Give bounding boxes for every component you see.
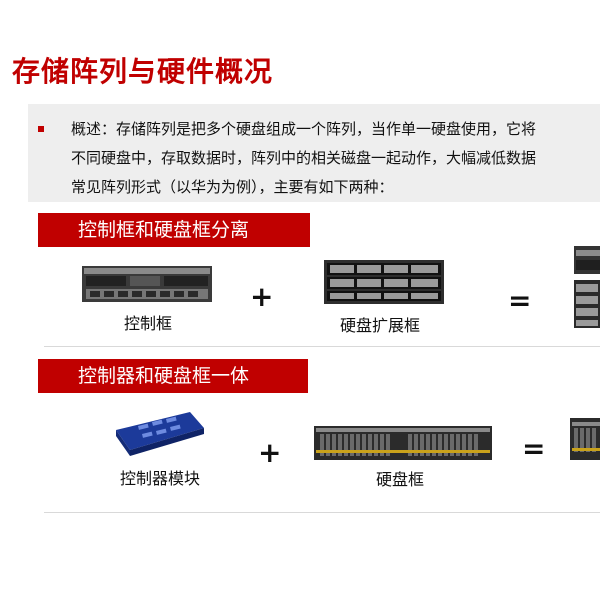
section-divider-1 <box>44 346 600 347</box>
equals-sign: = <box>508 284 532 317</box>
controller-enclosure-image <box>82 266 212 302</box>
disk-expansion-enclosure-image <box>324 260 444 304</box>
disk-enclosure-image <box>314 426 492 460</box>
controller-enclosure-caption: 控制框 <box>124 314 173 333</box>
overview-line-1: 概述：存储阵列是把多个硬盘组成一个阵列，当作单一硬盘使用，它将 <box>71 120 537 138</box>
plus-sign: + <box>250 280 274 313</box>
equals-sign-2: = <box>522 432 546 465</box>
page-title: 存储阵列与硬件概况 <box>12 55 274 88</box>
disk-enclosure-caption: 硬盘框 <box>376 470 425 489</box>
controller-module-image <box>116 412 204 456</box>
disk-expansion-caption: 硬盘扩展框 <box>340 316 421 335</box>
section-heading-separate: 控制框和硬盘框分离 <box>38 213 310 247</box>
integrated-storage-image <box>570 418 600 460</box>
bullet-icon <box>38 126 44 132</box>
overview-line-2: 不同硬盘中，存取数据时，阵列中的相关磁盘一起动作，大幅减低数据 <box>71 149 537 167</box>
overview-line-3: 常见阵列形式（以华为为例），主要有如下两种： <box>71 178 394 196</box>
controller-module-caption: 控制器模块 <box>120 469 201 488</box>
section-divider-2 <box>44 512 600 513</box>
section-heading-integrated: 控制器和硬盘框一体 <box>38 359 308 393</box>
overview-panel: 概述：存储阵列是把多个硬盘组成一个阵列，当作单一硬盘使用，它将 不同硬盘中，存取… <box>28 104 600 202</box>
stacked-storage-image <box>574 246 600 328</box>
plus-sign-2: + <box>258 436 282 469</box>
